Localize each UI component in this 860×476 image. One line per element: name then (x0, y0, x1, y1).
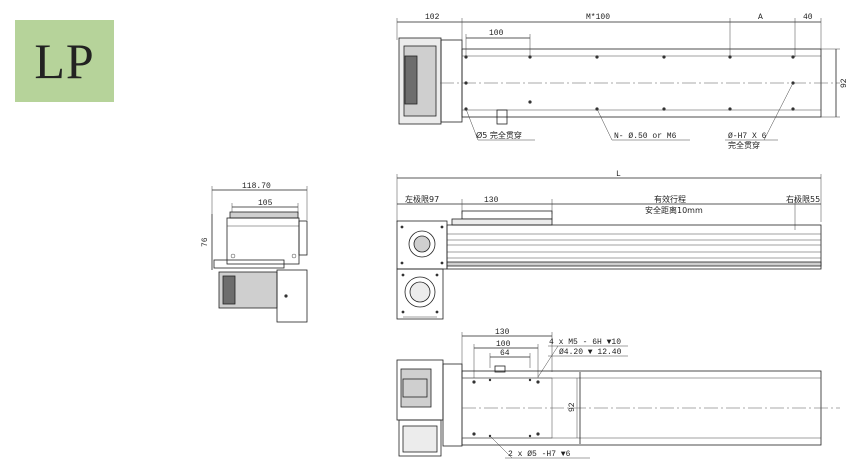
end-motor-flange (276, 269, 308, 323)
top-coupling (440, 39, 463, 123)
model-badge-text: LP (34, 33, 95, 89)
end-view: 118.70 105 76 (201, 182, 308, 323)
note-through-hole-5: Ø5 完全贯穿 (476, 130, 522, 140)
side-view: L 左极限97 130 有效行程 安全距离10mm 右极限55 (396, 170, 822, 320)
side-motor (396, 268, 444, 320)
dim-64: 64 (500, 349, 510, 358)
dim-100-bottom: 100 (496, 340, 511, 349)
note-through: 完全贯穿 (728, 140, 760, 150)
dim-L: L (616, 170, 621, 179)
note-pin-holes-bottom: 2 x Ø5 -H7 ▼6 (508, 450, 571, 459)
dim-130-bottom: 130 (495, 328, 510, 337)
bottom-view: 130 100 64 4 x M5 - 6H ▼10 Ø4.20 ▼ 12.40 (396, 328, 840, 459)
dim-76: 76 (201, 237, 210, 247)
top-motor-fins (404, 55, 418, 105)
side-carriage-top (461, 210, 553, 220)
dim-40: 40 (803, 13, 813, 22)
note-pin-holes: Ø-H7 X 6 (728, 132, 767, 141)
end-rail-profile (226, 217, 300, 265)
top-view: 102 M*100 A 40 100 92 Ø5 完全贯穿 N- Ø.50 or… (396, 13, 849, 150)
dim-102: 102 (425, 13, 440, 22)
dim-100-top: 100 (489, 29, 504, 38)
model-badge: LP (15, 20, 114, 102)
effective-stroke: 有效行程 (654, 194, 686, 204)
dim-m100: M*100 (586, 13, 610, 22)
dim-118-70: 118.70 (242, 182, 271, 191)
dim-92-bottom: 92 (568, 402, 577, 412)
note-mount-holes: N- Ø.50 or M6 (614, 132, 677, 141)
left-limit: 左极限97 (405, 194, 439, 204)
dim-105: 105 (258, 199, 273, 208)
right-limit: 右极限55 (786, 194, 820, 204)
note-drill-depth: Ø4.20 ▼ 12.40 (559, 348, 622, 357)
dim-130-side: 130 (484, 196, 499, 205)
dim-a: A (758, 13, 763, 22)
note-m5-holes: 4 x M5 - 6H ▼10 (549, 338, 621, 347)
dim-92-top: 92 (840, 78, 849, 88)
safety-distance: 安全距离10mm (645, 205, 703, 215)
